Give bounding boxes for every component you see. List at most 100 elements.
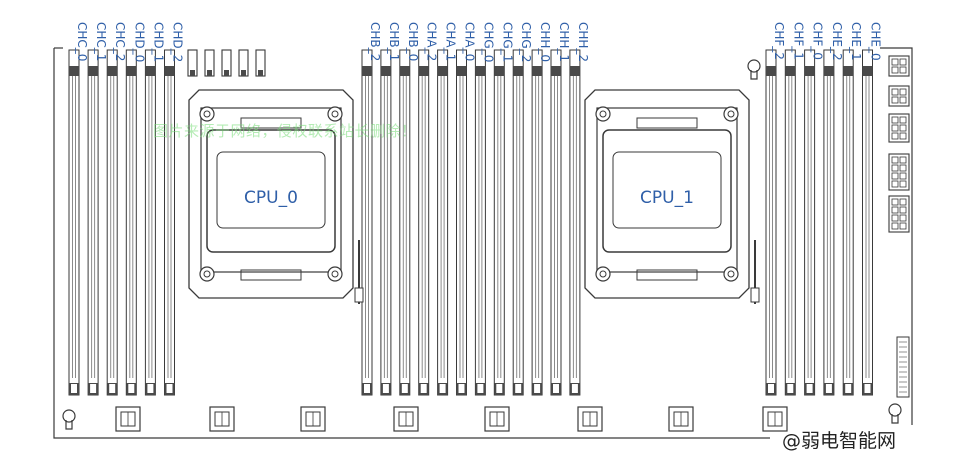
board-edge <box>53 48 770 439</box>
cpu-socket: CPU_0 <box>188 89 364 304</box>
dimm-latch-gap <box>534 384 541 393</box>
dimm-latch-top <box>569 66 580 76</box>
power-connector-pin <box>899 58 907 66</box>
power-connector <box>888 195 910 233</box>
socket-retention-plate <box>200 107 342 273</box>
mounting-screw <box>199 266 215 282</box>
dimm-latch-gap <box>845 384 852 393</box>
mounting-hole-ring <box>747 59 761 73</box>
dimm-slot-body <box>784 49 796 396</box>
dimm-latch-top <box>107 66 118 76</box>
dimm-latch-top <box>126 66 137 76</box>
power-connector-pin <box>891 214 899 222</box>
power-connector-pin <box>899 124 907 132</box>
channel-label: CHD_1 <box>151 22 165 62</box>
dimm-slot-body <box>380 49 392 396</box>
dimm-slot-body <box>456 49 467 396</box>
dimm-latch-gap <box>71 384 77 393</box>
dimm-latch-gap <box>571 384 578 393</box>
fan-connector <box>115 406 141 432</box>
socket-hinge <box>240 269 302 281</box>
channel-label: CHB_2 <box>368 22 382 61</box>
dimm-slots <box>68 49 873 396</box>
dimm-slot <box>823 49 835 396</box>
dimm-latch-gap <box>864 384 871 393</box>
brand-watermark: @弱电智能网 <box>782 430 897 452</box>
cpu-label: CPU_0 <box>244 188 298 208</box>
dimm-slot-body <box>493 49 505 396</box>
dimm-latch-top <box>145 66 156 76</box>
dimm-slot <box>804 49 816 396</box>
dimm-slot-body <box>531 49 543 396</box>
dimm-slot <box>474 49 486 396</box>
dimm-slot <box>437 49 449 396</box>
dimm-latch-gap <box>515 384 522 393</box>
mounting-screw-hole <box>599 270 607 278</box>
channel-label: CHF_2 <box>772 22 786 60</box>
dimm-latch-gap <box>147 384 154 393</box>
power-connector-pin <box>891 58 899 66</box>
power-connector-pin <box>899 88 907 96</box>
fan-connector <box>209 406 235 432</box>
channel-label: CHH_1 <box>557 22 571 62</box>
dimm-slot-body <box>164 49 175 396</box>
dimm-slot-body <box>418 49 430 396</box>
fan-connector <box>668 406 694 432</box>
power-connector-pin <box>899 132 907 140</box>
dimm-latch-top <box>418 66 429 76</box>
dimm-slot <box>68 49 80 396</box>
board-edge <box>880 47 913 425</box>
power-connector <box>888 113 910 143</box>
dimm-slot-body <box>68 49 80 396</box>
dimm-latch-top <box>399 66 410 76</box>
mounting-screw <box>199 106 215 122</box>
dimm-slot-body <box>144 49 156 396</box>
mounting-hole <box>62 409 76 430</box>
dimm-latch-gap <box>401 384 408 393</box>
power-connector-pin <box>899 198 907 206</box>
channel-label: CHE_0 <box>869 22 883 61</box>
dimm-latch-gap <box>90 384 97 393</box>
dimm-latch-gap <box>382 384 389 393</box>
mounting-hole-slot <box>891 414 899 424</box>
power-connector-pin <box>891 88 899 96</box>
dimm-slot <box>862 49 873 396</box>
dimm-latch-top <box>823 66 834 76</box>
mounting-screw-hole <box>331 270 339 278</box>
dimm-slot-body <box>765 49 777 396</box>
mounting-hole <box>888 403 902 424</box>
power-connector-pin <box>899 180 907 188</box>
power-connector-pin <box>891 172 899 180</box>
power-connector-pin <box>899 116 907 124</box>
connectors <box>62 49 910 432</box>
channel-label: CHH_0 <box>538 22 552 62</box>
dimm-slot <box>493 49 505 396</box>
dimm-latch-gap <box>553 384 559 393</box>
channel-label: CHB_0 <box>406 22 420 61</box>
pcie-riser-connector-pin <box>190 70 195 76</box>
dimm-slot <box>361 49 373 396</box>
power-connector-pin <box>891 96 899 104</box>
mounting-hole-ring <box>888 403 902 417</box>
cpu-die <box>612 151 722 229</box>
pcie-riser-connector-pin <box>207 70 212 76</box>
power-connector-pin <box>899 66 907 74</box>
dimm-latch-top <box>862 66 873 76</box>
power-connector-pin <box>899 222 907 230</box>
power-connector <box>888 85 910 107</box>
dimm-latch-top <box>766 66 776 76</box>
power-connector-pin <box>899 172 907 180</box>
dimm-latch-gap <box>420 384 427 393</box>
power-connector-pin <box>891 132 899 140</box>
pcie-riser-connector-pin <box>258 70 263 76</box>
power-connector-pin <box>891 156 899 164</box>
dimm-latch-top <box>437 66 448 76</box>
fan-connector-body <box>762 406 788 432</box>
power-connector-body <box>888 113 910 143</box>
dimm-latch-top <box>362 66 372 76</box>
dimm-latch-gap <box>825 384 832 393</box>
power-connector-pin <box>891 222 899 230</box>
dimm-slot <box>125 49 137 396</box>
